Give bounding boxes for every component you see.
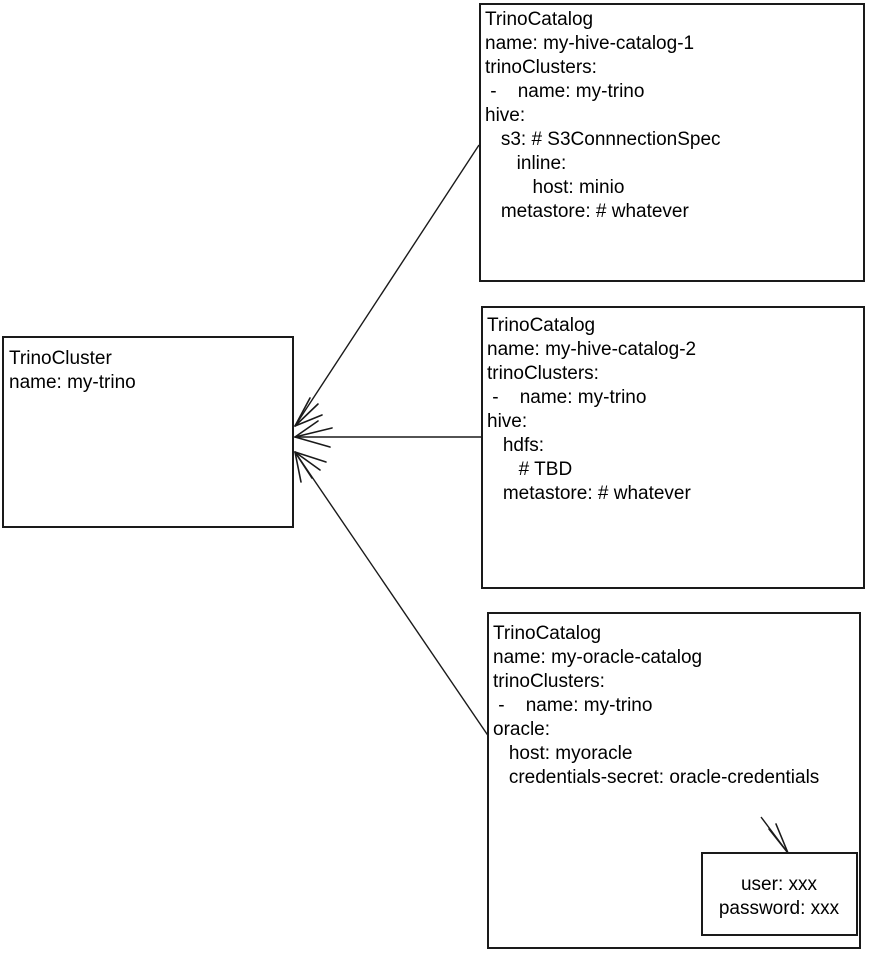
edge-oracle-to-cluster [294, 451, 490, 738]
edge-secret-reference [760, 816, 789, 854]
oracle-secret-line-0: user: xxx [741, 874, 818, 895]
trino-cluster-line-1: name: my-trino [9, 372, 136, 393]
edge-hive-2-to-cluster [294, 420, 481, 448]
catalog-oracle-line-3: - name: my-trino [493, 695, 652, 716]
node-catalog-hive-2[interactable]: TrinoCatalog name: my-hive-catalog-2 tri… [481, 306, 865, 589]
catalog-hive-1-line-7: host: minio [485, 177, 624, 198]
catalog-hive-1-line-5: s3: # S3ConnnectionSpec [485, 129, 721, 150]
catalog-hive-2-line-0: TrinoCatalog [487, 315, 595, 336]
catalog-hive-2-line-2: trinoClusters: [487, 363, 599, 384]
catalog-oracle-line-1: name: my-oracle-catalog [493, 647, 702, 668]
node-trino-cluster[interactable]: TrinoCluster name: my-trino [2, 336, 294, 528]
catalog-hive-2-line-5: hdfs: [487, 435, 544, 456]
catalog-hive-1-box[interactable] [479, 3, 865, 282]
oracle-secret-box[interactable] [701, 852, 858, 936]
catalog-hive-1-line-0: TrinoCatalog [485, 9, 593, 30]
catalog-hive-2-box[interactable] [481, 306, 865, 589]
catalog-oracle-line-2: trinoClusters: [493, 671, 605, 692]
node-catalog-hive-1[interactable]: TrinoCatalog name: my-hive-catalog-1 tri… [479, 3, 865, 282]
catalog-oracle-line-5: host: myoracle [493, 743, 632, 764]
catalog-hive-2-line-6: # TBD [487, 459, 572, 480]
trino-cluster-line-0: TrinoCluster [9, 348, 112, 369]
catalog-hive-1-line-6: inline: [485, 153, 566, 174]
catalog-hive-1-line-8: metastore: # whatever [485, 201, 689, 222]
catalog-oracle-line-6: credentials-secret: oracle-credentials [493, 767, 819, 788]
catalog-hive-2-line-1: name: my-hive-catalog-2 [487, 339, 696, 360]
catalog-oracle-line-4: oracle: [493, 719, 550, 740]
catalog-hive-2-line-4: hive: [487, 411, 527, 432]
oracle-secret-line-1: password: xxx [719, 898, 840, 919]
catalog-hive-2-line-3: - name: my-trino [487, 387, 646, 408]
trino-cluster-box[interactable] [2, 336, 294, 528]
edge-hive-1-to-cluster [294, 144, 480, 427]
catalog-hive-2-line-7: metastore: # whatever [487, 483, 691, 504]
node-catalog-oracle[interactable]: TrinoCatalog name: my-oracle-catalog tri… [487, 612, 861, 949]
catalog-hive-1-line-4: hive: [485, 105, 525, 126]
catalog-hive-1-line-2: trinoClusters: [485, 57, 597, 78]
node-oracle-secret[interactable]: user: xxx password: xxx [701, 852, 858, 936]
catalog-hive-1-line-1: name: my-hive-catalog-1 [485, 33, 694, 54]
catalog-hive-1-line-3: - name: my-trino [485, 81, 644, 102]
catalog-oracle-line-0: TrinoCatalog [493, 623, 601, 644]
